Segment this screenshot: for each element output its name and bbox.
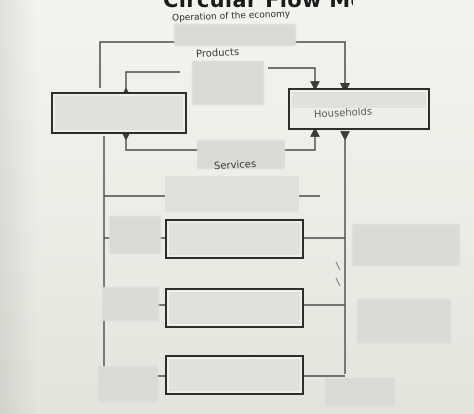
page-shadow	[0, 0, 38, 414]
pencil-marks	[335, 261, 341, 287]
handwriting-right-box: Households	[313, 106, 373, 121]
redacted-left-label-2	[102, 287, 159, 321]
redacted-right-label-3	[325, 378, 395, 406]
handwriting-top: Products	[195, 46, 240, 61]
handwriting-middle: Services	[213, 158, 257, 173]
diagram-box-center-1	[165, 219, 304, 259]
diagram-box-center-2	[165, 288, 304, 328]
redacted-mid-label	[197, 140, 285, 169]
redacted-left-label-1	[109, 216, 161, 254]
redacted-center-box-3	[169, 359, 300, 391]
mid-left-flow-line	[121, 131, 200, 151]
mid-right-flow-line	[284, 127, 320, 151]
diagram-box-left	[51, 92, 187, 134]
redacted-center-box-2	[169, 292, 300, 324]
redacted-right-label-2	[357, 299, 451, 343]
diagram-box-right: Households	[288, 88, 430, 130]
redacted-center-box-1	[169, 223, 300, 255]
top-inner-left-flow-line	[121, 71, 180, 97]
diagram-box-center-3	[165, 355, 304, 395]
redacted-right-box-top	[292, 92, 426, 108]
redacted-left-label-3	[98, 366, 158, 402]
redacted-right-label-1	[352, 224, 460, 266]
redacted-left-box-text	[55, 96, 183, 130]
redacted-center-block	[165, 176, 299, 212]
top-inner-right-flow-line	[268, 67, 320, 91]
worksheet-title: Circular Flow Model	[163, 0, 353, 12]
redacted-top-center	[192, 61, 264, 105]
left-trunk-line	[103, 136, 165, 377]
redacted-top-label	[174, 24, 296, 46]
